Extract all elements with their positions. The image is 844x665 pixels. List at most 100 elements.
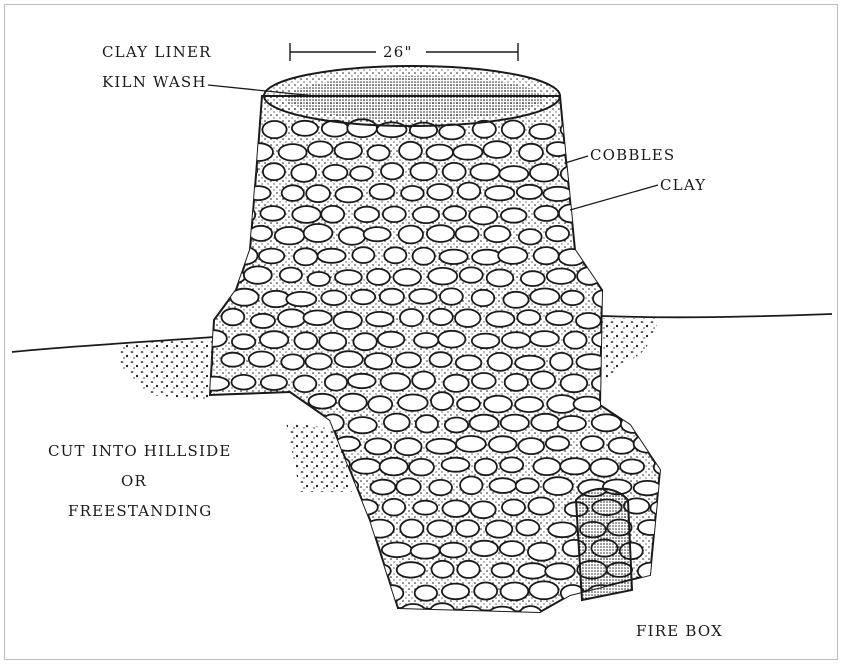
cobble-stone [216, 269, 245, 283]
cobble-stone [460, 267, 483, 282]
cobble-stone [262, 541, 289, 557]
cobble-stone [381, 163, 403, 179]
cobble-stone [609, 438, 635, 454]
cobble-stone [546, 311, 573, 325]
cobble-stone [294, 332, 317, 349]
cobble-stone [183, 480, 212, 496]
cobble-stone [456, 226, 479, 241]
cobble-stone [534, 206, 558, 221]
cobble-stone [306, 185, 330, 202]
cobble-stone [246, 186, 271, 200]
cobble-stone [442, 458, 470, 472]
cobble-stone [518, 438, 544, 454]
cobble-stone [606, 228, 632, 244]
cobble-stone [348, 417, 376, 433]
cobble-stone [292, 121, 318, 136]
cobble-stone [278, 520, 301, 536]
cobble-stone [547, 269, 575, 284]
cobble-stone [200, 413, 227, 430]
cobble-stone [205, 583, 228, 600]
cobble-stone [649, 415, 678, 430]
cobble-stone [517, 310, 540, 325]
cobble-stone [415, 586, 437, 601]
cobble-stone [188, 228, 214, 242]
cobble-stone [412, 372, 435, 390]
cobble-stone [502, 500, 525, 516]
cobble-stone [232, 163, 257, 177]
cobble-stone [247, 522, 272, 537]
fire-box-label: FIRE BOX [636, 622, 723, 640]
cobble-stone [620, 247, 646, 262]
cobble-stone [189, 561, 212, 578]
cobble-stone [638, 272, 666, 287]
cobble-stone [351, 586, 379, 601]
cobbles-leader [565, 156, 588, 163]
cobble-stone [486, 521, 512, 538]
cobble-stone [414, 333, 438, 348]
cobble-stone [488, 353, 512, 371]
cobble-stone [550, 353, 572, 371]
cobble-stone [561, 121, 589, 138]
cobble-stone [650, 291, 679, 308]
cobble-stone [215, 480, 239, 497]
cobble-stone [543, 477, 572, 495]
cobble-stone [353, 500, 378, 515]
cobble-stone [249, 226, 272, 241]
cobble-stone [190, 604, 215, 619]
cobble-stone [517, 185, 542, 199]
cobble-stone [545, 563, 575, 579]
cobble-stone [472, 373, 496, 389]
cut-into-hillside-label: CUT INTO HILLSIDE [48, 442, 232, 460]
cobble-stone [444, 375, 469, 392]
cobble-stone [232, 247, 258, 264]
clay-leader [570, 185, 658, 210]
cobble-stone [620, 459, 644, 473]
cobble-stone [516, 478, 539, 493]
cobble-stone [617, 375, 647, 389]
cobble-stone [648, 250, 675, 265]
cobble-stone [416, 415, 438, 432]
cobble-stone [654, 121, 680, 137]
cobble-stone [505, 374, 528, 391]
cobble-stone [475, 459, 497, 476]
cobble-stone [370, 480, 395, 495]
cobble-stone [457, 561, 479, 578]
cobble-stone [204, 164, 227, 178]
hillside-gravel-right [602, 318, 660, 380]
cobble-stone [534, 247, 559, 264]
cobble-stone [396, 353, 421, 368]
cobble-stone [605, 395, 631, 411]
cobble-stone [649, 207, 676, 222]
cobble-stone [280, 268, 302, 283]
cobble-stone [353, 333, 376, 350]
cobble-stone [442, 584, 469, 600]
cobble-stone [323, 165, 347, 180]
cobble-stone [259, 249, 284, 264]
cobble-stone [364, 227, 391, 241]
cobble-stone [308, 522, 335, 537]
cobble-stone [396, 478, 420, 495]
cobble-stone [205, 206, 228, 221]
cobble-stone [221, 353, 244, 367]
hillside-gravel-left [118, 337, 212, 400]
cobble-stone [501, 415, 529, 432]
cobble-stone [474, 583, 497, 600]
cobble-stone [398, 395, 428, 411]
cobble-stone [384, 414, 410, 432]
cobble-stone [519, 229, 542, 244]
cobble-stone [365, 353, 392, 369]
cobble-stone [370, 184, 395, 200]
cobble-stone [487, 270, 514, 287]
cobble-stone [438, 331, 465, 348]
cobble-stone [215, 143, 243, 158]
cobble-stone [335, 187, 362, 203]
cobble-stone [413, 207, 439, 223]
cobble-stone [321, 291, 346, 306]
cobble-stone [228, 500, 256, 514]
cobble-stone [263, 163, 285, 180]
cobble-stone [427, 520, 452, 536]
cobble-stone [653, 544, 676, 560]
cobble-stone [592, 249, 615, 265]
cobble-stone [650, 377, 677, 391]
